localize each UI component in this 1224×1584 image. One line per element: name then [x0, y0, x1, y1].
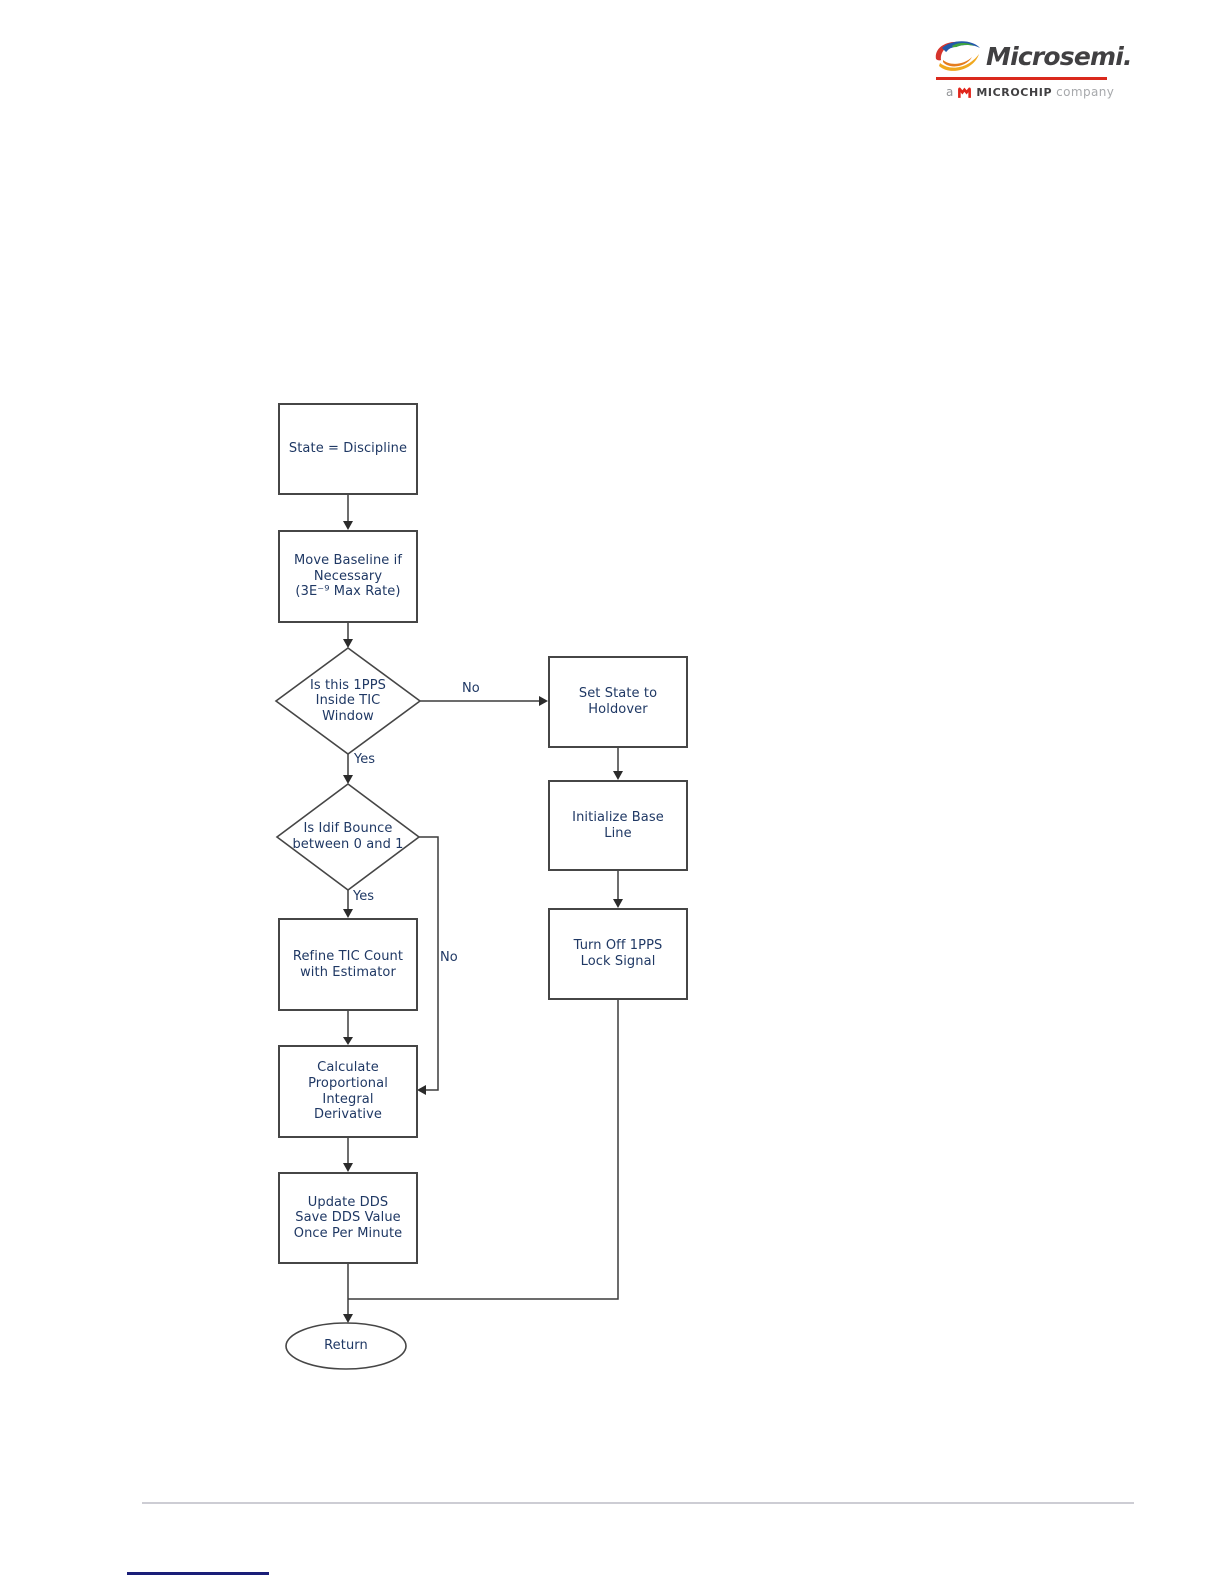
tagline-prefix: a [946, 85, 954, 99]
node-state-discipline-label: State = Discipline [288, 441, 408, 457]
microsemi-logo: Microsemi. a MICROCHIP company [920, 36, 1133, 106]
node-set-state-holdover-label: Set State to Holdover [578, 686, 658, 717]
footer-divider-rule [142, 1502, 1134, 1504]
decision-idif-bounce-shape [275, 783, 421, 891]
footer-revision-bar [127, 1572, 269, 1575]
tagline-suffix: company [1056, 85, 1115, 99]
arrowhead-down [343, 1163, 353, 1172]
microsemi-swoosh-icon [935, 41, 980, 71]
node-turn-off-lock: Turn Off 1PPS Lock Signal [548, 908, 688, 1000]
edge-turnoff-to-return [348, 1000, 619, 1300]
tagline-brand: MICROCHIP [976, 85, 1053, 99]
arrowhead-left [417, 1085, 426, 1095]
terminator-return: Return [286, 1323, 406, 1369]
arrowhead-right [539, 696, 548, 706]
node-calculate-pid-label: Calculate Proportional Integral Derivati… [308, 1060, 388, 1123]
arrowhead-down [343, 639, 353, 648]
edge-idif-no [418, 836, 439, 1091]
microchip-m-icon [958, 87, 972, 98]
edge-label-tic-no: No [462, 681, 480, 696]
decision-idif-bounce: Is Idif Bounce between 0 and 1 [277, 813, 419, 861]
arrowhead-down [613, 899, 623, 908]
arrowhead-down [343, 909, 353, 918]
arrowhead-down [613, 771, 623, 780]
node-move-baseline-label: Move Baseline if Necessary (3E⁻⁹ Max Rat… [293, 553, 403, 600]
node-move-baseline: Move Baseline if Necessary (3E⁻⁹ Max Rat… [278, 530, 418, 623]
edge-label-tic-yes: Yes [354, 752, 375, 767]
decision-tic-window-shape [274, 647, 422, 755]
node-refine-tic-count: Refine TIC Count with Estimator [278, 918, 418, 1011]
arrowhead-down [343, 775, 353, 784]
decision-tic-window: Is this 1PPS Inside TIC Window [288, 668, 408, 734]
edge-label-idif-no: No [440, 950, 458, 965]
node-calculate-pid: Calculate Proportional Integral Derivati… [278, 1045, 418, 1138]
node-initialize-baseline-label: Initialize Base Line [572, 809, 664, 841]
terminator-return-label: Return [324, 1338, 368, 1354]
decision-idif-bounce-label: Is Idif Bounce between 0 and 1 [292, 821, 404, 852]
decision-tic-window-label: Is this 1PPS Inside TIC Window [310, 677, 386, 724]
microsemi-wordmark: Microsemi. [986, 41, 1133, 71]
edge-label-idif-yes: Yes [353, 889, 374, 904]
terminator-return-shape [285, 1322, 407, 1370]
node-turn-off-lock-label: Turn Off 1PPS Lock Signal [573, 938, 663, 969]
node-state-discipline: State = Discipline [278, 403, 418, 495]
node-update-dds-label: Update DDS Save DDS Value Once Per Minut… [293, 1194, 403, 1241]
node-update-dds: Update DDS Save DDS Value Once Per Minut… [278, 1172, 418, 1264]
logo-red-rule [936, 77, 1107, 80]
microchip-tagline: a MICROCHIP company [946, 85, 1114, 99]
node-set-state-holdover: Set State to Holdover [548, 656, 688, 748]
arrowhead-down [343, 1314, 353, 1323]
node-initialize-baseline: Initialize Base Line [548, 780, 688, 871]
arrowhead-down [343, 1037, 353, 1045]
node-refine-tic-count-label: Refine TIC Count with Estimator [292, 948, 404, 980]
arrowhead-down [343, 521, 353, 530]
